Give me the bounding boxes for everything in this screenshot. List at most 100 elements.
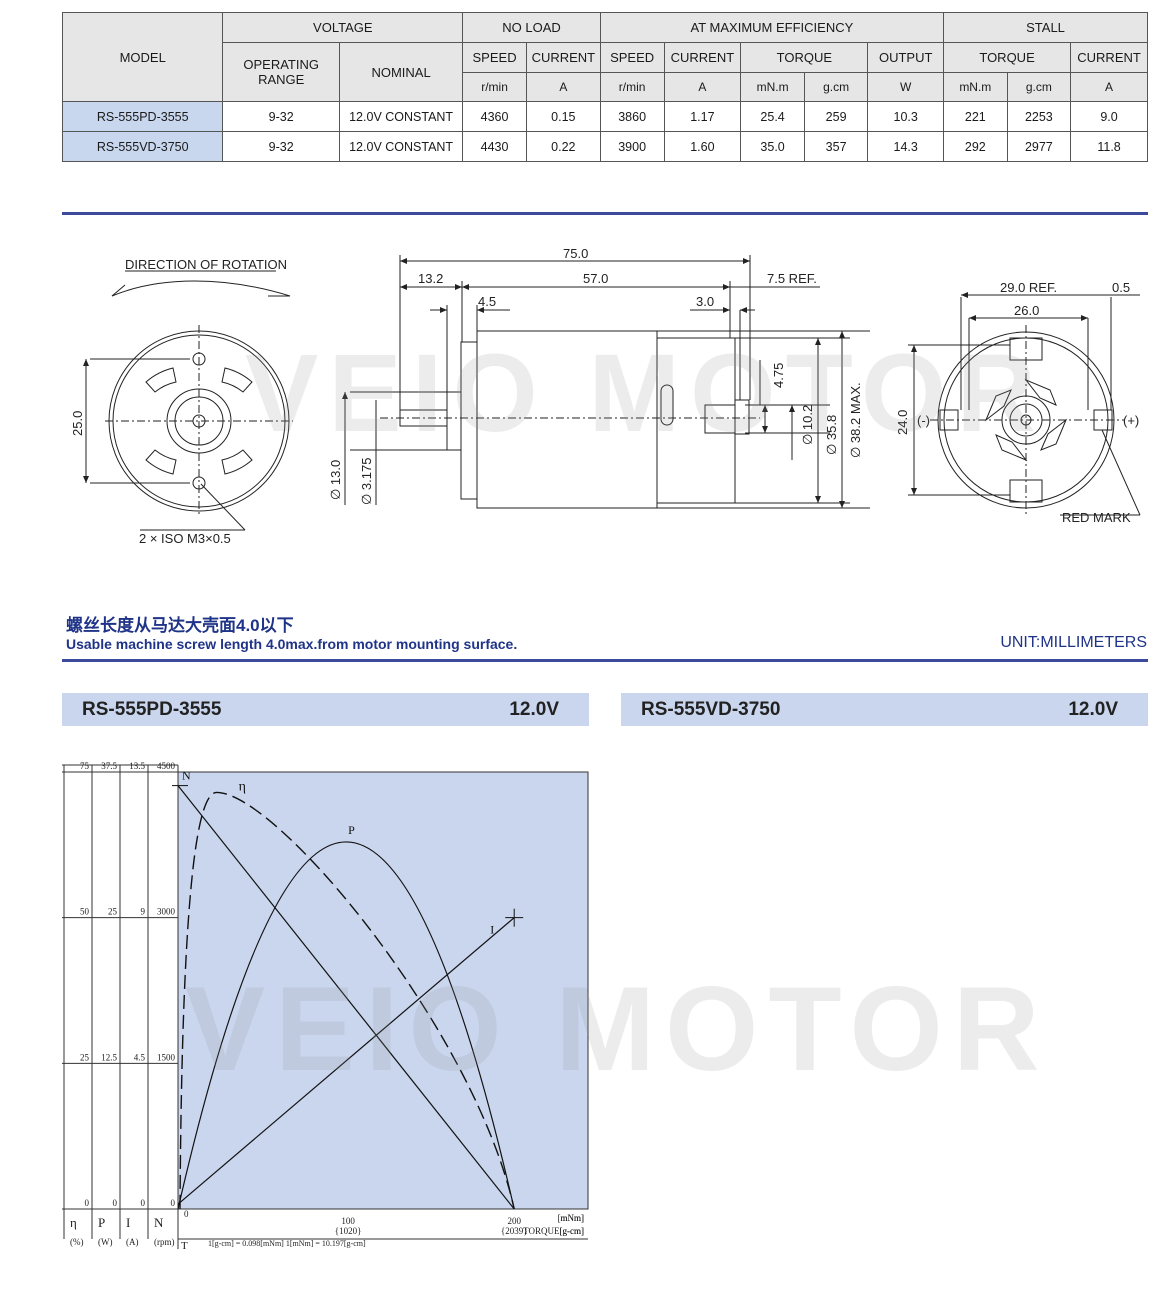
- axis-unit: (A): [126, 1237, 139, 1247]
- axis-tick-label: 4.5: [134, 1052, 146, 1062]
- t-label: T: [181, 1240, 188, 1252]
- series-eta-label: η: [239, 779, 246, 794]
- unit-label: UNIT:MILLIMETERS: [1000, 634, 1147, 651]
- axis-unit: (W): [98, 1237, 113, 1247]
- axis-tick-label: 0: [85, 1198, 90, 1208]
- x-tick-label: 100: [341, 1216, 355, 1226]
- dimension-26: 26.0: [1014, 303, 1039, 318]
- x-axis-label: TORQUE[g-cm]: [559, 1226, 584, 1236]
- table-cell: 292: [943, 131, 1008, 162]
- note-english: Usable machine screw length 4.0max.from …: [66, 636, 518, 652]
- axis-tick-label: 9: [141, 907, 146, 917]
- unit-cell: r/min: [599, 72, 665, 102]
- axis-tick-label: 0: [171, 1198, 176, 1208]
- table-cell: 11.8: [1070, 131, 1148, 162]
- x-tick-label: {2039}: [501, 1226, 528, 1236]
- axis-tick-label: 25: [80, 1052, 90, 1062]
- dimension-4-5: 4.5: [478, 294, 496, 309]
- table-cell: 1.17: [663, 101, 742, 132]
- dimension-10-2: ∅ 10.2: [800, 405, 815, 445]
- series-p-label: P: [348, 823, 355, 837]
- screw-label: 2 × ISO M3×0.5: [139, 531, 231, 546]
- table-row: RS-555PD-3555 9-32 12.0V CONSTANT 4360 0…: [61, 101, 1148, 132]
- unit-cell: W: [867, 72, 945, 102]
- dimension-3-0: 3.0: [696, 294, 714, 309]
- model-cell: RS-555PD-3555: [61, 101, 224, 132]
- st-torque-header: TORQUE: [943, 42, 1072, 73]
- performance-chart-right: 0255075η(%)0153045P(W)051015I(A)01500300…: [62, 740, 1154, 1265]
- chart-svg: 0255075η(%)012.52537.5P(W)04.5913.5I(A)0…: [62, 761, 589, 1252]
- dimension-24: 24.0: [895, 410, 910, 435]
- terminal-minus-label: (-): [917, 413, 930, 428]
- nl-speed-header: SPEED: [462, 42, 527, 73]
- operating-range-header: OPERATING RANGE: [222, 42, 340, 102]
- table-cell: 35.0: [740, 131, 805, 162]
- section-divider: [62, 659, 1148, 662]
- chart-model-title: RS-555PD-3555: [82, 699, 222, 720]
- model-cell: RS-555VD-3750: [61, 131, 224, 162]
- axis-tick-label: 50: [80, 907, 90, 917]
- axis-tick-label: 4500: [157, 761, 176, 771]
- series-n-line: [177, 785, 515, 1210]
- no-load-header: NO LOAD: [462, 12, 601, 43]
- table-cell: 357: [803, 131, 869, 162]
- axis-symbol: I: [126, 1215, 130, 1230]
- stall-header: STALL: [943, 12, 1148, 43]
- nl-current-header: CURRENT: [525, 42, 601, 73]
- dimension-57: 57.0: [583, 271, 608, 286]
- rotation-label: DIRECTION OF ROTATION: [125, 257, 287, 272]
- note-chinese: 螺丝长度从马达大壳面4.0以下: [66, 616, 294, 635]
- chart-voltage: 12.0V: [509, 699, 559, 720]
- plot-area: [177, 771, 589, 1210]
- terminal-plus-label: (+): [1123, 413, 1139, 428]
- axis-symbol: P: [98, 1215, 105, 1230]
- spec-table: MODEL VOLTAGE NO LOAD AT MAXIMUM EFFICIE…: [61, 12, 1148, 162]
- red-mark-label: RED MARK: [1062, 510, 1131, 525]
- me-torque-header: TORQUE: [740, 42, 869, 73]
- unit-cell: r/min: [462, 72, 527, 102]
- table-cell: 259: [803, 101, 869, 132]
- axis-tick-label: 13.5: [129, 761, 145, 771]
- unit-cell: A: [525, 72, 601, 102]
- table-cell: 3860: [599, 101, 665, 132]
- max-efficiency-header: AT MAXIMUM EFFICIENCY: [599, 12, 945, 43]
- axis-tick-label: 75: [80, 761, 90, 771]
- dimension-7-5-ref: 7.5 REF.: [767, 271, 817, 286]
- nominal-cell: 12.0V CONSTANT: [338, 101, 464, 132]
- axis-unit: (rpm): [154, 1237, 175, 1247]
- chart-model-title: RS-555VD-3750: [641, 699, 781, 720]
- axis-symbol: η: [70, 1215, 77, 1230]
- me-current-header: CURRENT: [663, 42, 742, 73]
- axis-tick-label: 0: [113, 1198, 118, 1208]
- side-view: [342, 255, 870, 509]
- chart-header-left: RS-555PD-3555 12.0V: [62, 693, 589, 726]
- dimension-0-5: 0.5: [1112, 280, 1130, 295]
- table-cell: 4360: [462, 101, 527, 132]
- table-cell: 25.4: [740, 101, 805, 132]
- table-cell: 2253: [1006, 101, 1072, 132]
- series-p-curve: [177, 841, 515, 1210]
- model-header: MODEL: [61, 12, 224, 102]
- mechanical-drawing: DIRECTION OF ROTATION 2 × ISO M3×0.5 25.…: [70, 246, 1141, 546]
- range-cell: 9-32: [222, 131, 340, 162]
- x-tick-label: 0: [184, 1209, 189, 1219]
- x-tick-label: {1020}: [335, 1226, 362, 1236]
- unit-cell: g.cm: [803, 72, 869, 102]
- dimension-13-0: ∅ 13.0: [328, 460, 343, 500]
- axis-tick-label: 37.5: [101, 761, 117, 771]
- axis-tick-label: 25: [108, 907, 118, 917]
- dimension-25: 25.0: [70, 411, 85, 436]
- table-cell: 0.22: [525, 131, 601, 162]
- unit-cell: A: [663, 72, 742, 102]
- section-divider: [62, 212, 1148, 215]
- x-unit-label: [mNm]: [558, 1213, 585, 1223]
- range-cell: 9-32: [222, 101, 340, 132]
- me-speed-header: SPEED: [599, 42, 665, 73]
- unit-cell: A: [1070, 72, 1148, 102]
- chart-svg: 0255075η(%)0153045P(W)051015I(A)01500300…: [62, 761, 589, 1252]
- axis-tick-label: 12.5: [101, 1052, 117, 1062]
- rear-view: [908, 292, 1141, 516]
- unit-cell: mN.m: [943, 72, 1008, 102]
- axis-tick-label: 1500: [157, 1052, 176, 1062]
- front-view: [83, 270, 293, 531]
